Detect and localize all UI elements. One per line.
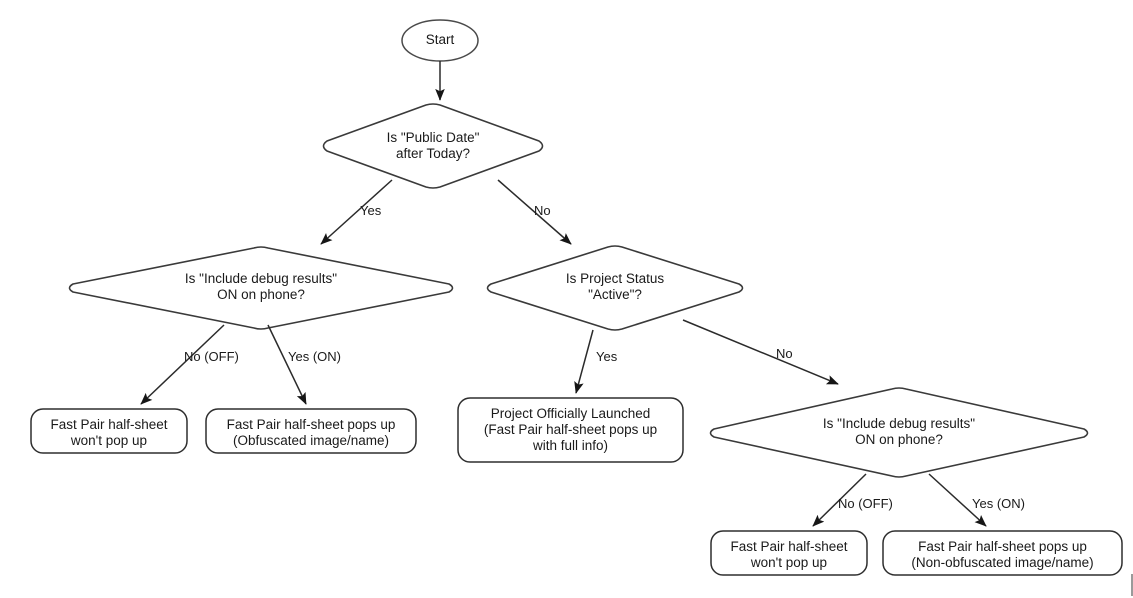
node-debug-right[interactable] <box>709 387 1089 478</box>
edge-label-debug-right-yes: Yes (ON) <box>972 496 1025 511</box>
node-out-launched[interactable] <box>457 397 684 463</box>
node-debug-left[interactable] <box>68 246 454 330</box>
edge-public-date-yes <box>320 179 393 245</box>
edge-debug-left-no <box>140 324 225 405</box>
edge-debug-right-no <box>812 473 867 527</box>
edge-project-status-yes <box>574 329 594 394</box>
node-out-no-pop-left[interactable] <box>30 408 188 454</box>
edge-label-debug-left-no: No (OFF) <box>184 349 239 364</box>
node-public-date[interactable] <box>322 103 544 189</box>
node-project-status[interactable] <box>486 245 744 331</box>
node-start[interactable] <box>401 19 479 62</box>
node-out-no-pop-right[interactable] <box>710 530 868 576</box>
page-edge-marker <box>1131 574 1133 596</box>
edge-public-date-no <box>497 179 572 245</box>
edge-debug-right-yes <box>928 473 987 527</box>
edge-label-public-date-yes: Yes <box>360 203 382 218</box>
edge-label-debug-left-yes: Yes (ON) <box>288 349 341 364</box>
edge-label-debug-right-no: No (OFF) <box>838 496 893 511</box>
node-out-obfuscated[interactable] <box>205 408 417 454</box>
edge-label-public-date-no: No <box>534 203 551 218</box>
edge-debug-left-yes <box>267 324 307 405</box>
edge-label-project-status-yes: Yes <box>596 349 618 364</box>
edge-label-project-status-no: No <box>776 346 793 361</box>
edge-project-status-no <box>682 319 839 385</box>
node-out-non-obfuscated[interactable] <box>882 530 1123 576</box>
